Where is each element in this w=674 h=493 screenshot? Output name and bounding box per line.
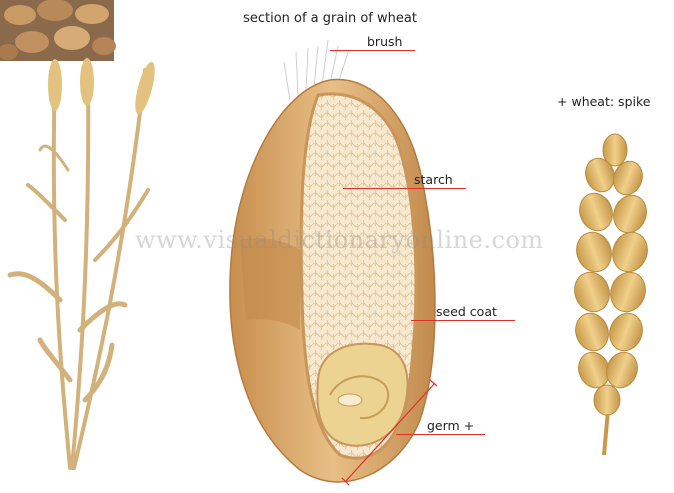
leader-line-germ (396, 434, 485, 435)
grain-section (230, 40, 435, 482)
plus-icon: + (557, 94, 567, 109)
label-seed-coat: seed coat (436, 304, 497, 319)
label-starch: starch (414, 172, 453, 187)
label-brush: brush (367, 34, 402, 49)
grain-photo (0, 0, 116, 61)
leader-line-brush (330, 50, 415, 51)
label-germ-link[interactable]: germ + (427, 418, 474, 433)
wheat-heads (48, 58, 159, 116)
leader-line-starch (343, 188, 466, 189)
wheat-spike-link[interactable]: + wheat: spike (557, 94, 650, 109)
wheat-plant (10, 70, 148, 468)
watermark: www.visualdictionaryonline.com (135, 226, 544, 254)
wheat-spike (569, 134, 653, 455)
wheat-spike-label: wheat: spike (571, 94, 650, 109)
leader-line-seed-coat (411, 320, 515, 321)
diagram-title: section of a grain of wheat (0, 11, 660, 26)
